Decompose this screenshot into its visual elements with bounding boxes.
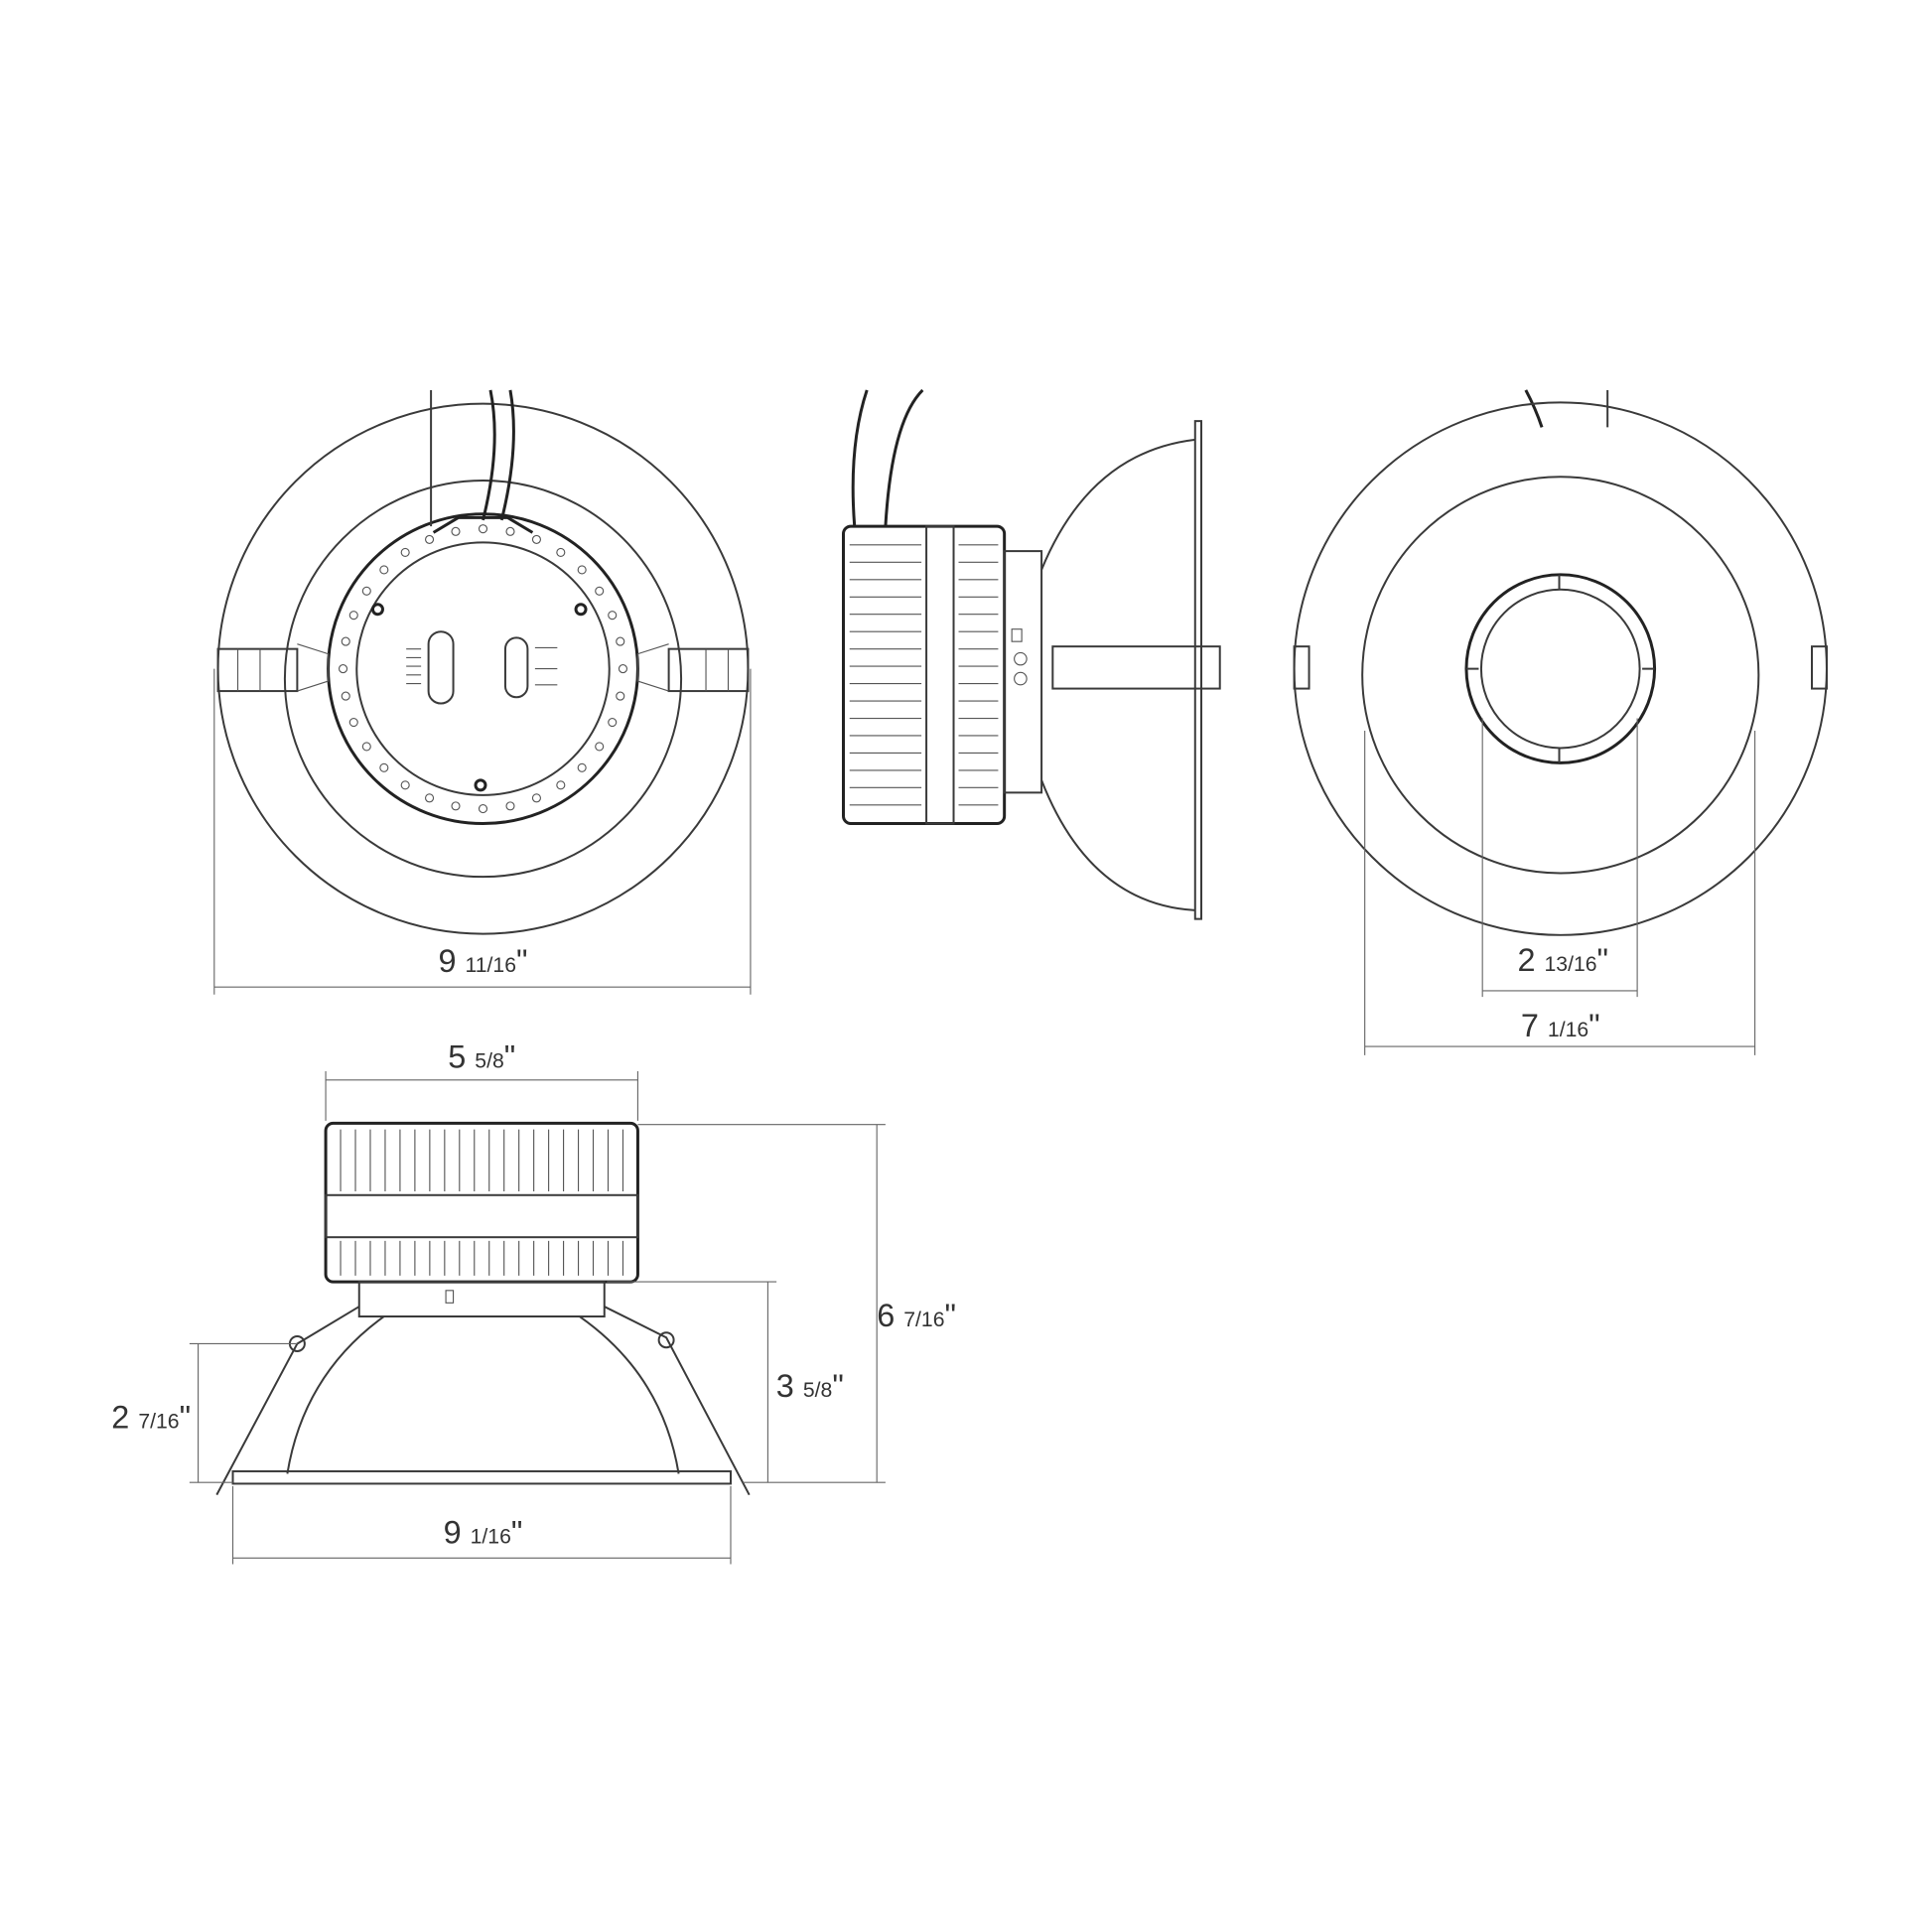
flex-conduit (482, 389, 515, 521)
vent-dot (451, 801, 461, 811)
vent-dot (608, 611, 618, 621)
dimension-label-overall-height: 6 7/16" (877, 1298, 956, 1333)
lens-marks (1465, 574, 1655, 763)
reflector (1040, 438, 1195, 911)
vent-dot (505, 526, 515, 536)
vent-dot (608, 718, 618, 728)
reflector (286, 1315, 680, 1474)
vent-dot (348, 611, 358, 621)
label-tag (1011, 628, 1023, 642)
switch-labels (406, 646, 558, 686)
vent-dot (379, 565, 389, 575)
lens-inner (1479, 588, 1641, 750)
vent-dot (451, 526, 461, 536)
bottom-view: 9 11/16" (213, 389, 752, 995)
vent-dot (379, 762, 389, 772)
dimension-label-width: 9 11/16" (438, 943, 527, 979)
dimension-line (213, 668, 752, 995)
vent-dot (361, 742, 371, 752)
screw-icon (370, 603, 384, 617)
heatsink-fins (849, 544, 999, 806)
vent-dot (361, 586, 371, 596)
heatsink (842, 524, 1007, 826)
vent-dot (577, 762, 587, 772)
vent-dot (595, 742, 605, 752)
vent-dot (400, 547, 410, 557)
dimension-line (325, 1071, 638, 1121)
driver-plate (355, 541, 611, 796)
dimension-line (637, 1124, 886, 1483)
vent-dot (616, 691, 625, 701)
dimension-label-heatsink-width: 5 5/8" (448, 1038, 515, 1074)
vent-dot (348, 718, 358, 728)
mounting-tab-left (1293, 645, 1311, 690)
vent-dot (425, 793, 435, 803)
heatsink-band (325, 1193, 639, 1239)
vent-dot (531, 534, 541, 544)
lumen-switch (427, 630, 455, 705)
screw-icon (1014, 671, 1028, 686)
trim-flange (1193, 420, 1203, 920)
flex-conduit (1524, 389, 1544, 428)
screw-icon (574, 603, 588, 617)
vent-dot (616, 636, 625, 646)
mounting-tab-right (1811, 645, 1828, 690)
dimension-line (189, 1342, 298, 1483)
vent-dot (595, 586, 605, 596)
vent-dot (618, 664, 628, 674)
side-view (842, 388, 1221, 920)
vent-dot (400, 780, 410, 790)
dimension-line (1364, 730, 1756, 1055)
vent-dot (338, 664, 348, 674)
dimension-line (231, 1485, 732, 1565)
cct-switch (503, 636, 529, 699)
outer-trim-circle (1293, 401, 1828, 936)
vent-dot (478, 804, 488, 814)
dimension-label-spring-height: 2 7/16" (111, 1399, 191, 1435)
vent-dot (478, 524, 488, 534)
dimension-label-trim-inner: 7 1/16" (1521, 1008, 1600, 1043)
vent-dot (531, 793, 541, 803)
driver-ring (327, 512, 639, 826)
inner-trim-circle (1361, 476, 1760, 875)
reflector-neck (1003, 550, 1043, 794)
mounting-tab-left (216, 643, 330, 693)
label-tag (445, 1290, 455, 1304)
heatsink-band (925, 525, 955, 825)
dimension-line (607, 1281, 777, 1483)
vent-dot (425, 534, 435, 544)
vent-dot (505, 801, 515, 811)
trim-flange (231, 1469, 732, 1485)
vent-dot (556, 547, 566, 557)
dimension-label-lens: 2 13/16" (1517, 942, 1608, 978)
side-elevation: 5 5/8" 6 7/16" 3 5/8" 2 7/16" 9 1/16" (111, 1038, 956, 1565)
screw-icon (1014, 651, 1028, 666)
heatsink (324, 1121, 639, 1284)
vent-dot (341, 636, 350, 646)
vent-dot (556, 780, 566, 790)
vent-dot (341, 691, 350, 701)
screw-icon (474, 778, 487, 792)
ring-vents (338, 524, 628, 814)
mounting-tab-right (636, 643, 750, 693)
reflector-neck (357, 1281, 606, 1318)
front-view: 2 13/16" 7 1/16" (1293, 389, 1828, 1055)
lens-outer (1464, 573, 1657, 764)
spring-pivot (657, 1331, 675, 1349)
dimension-label-trim-width: 9 1/16" (444, 1514, 523, 1550)
inner-trim-circle (283, 480, 683, 879)
flex-conduit (851, 388, 924, 527)
heatsink-fins (340, 1129, 624, 1276)
torsion-springs (215, 1306, 751, 1496)
dimension-label-reflector-height: 3 5/8" (776, 1368, 844, 1404)
vent-dot (577, 565, 587, 575)
torsion-spring-bracket (1051, 645, 1221, 690)
dimension-line (1481, 718, 1638, 998)
